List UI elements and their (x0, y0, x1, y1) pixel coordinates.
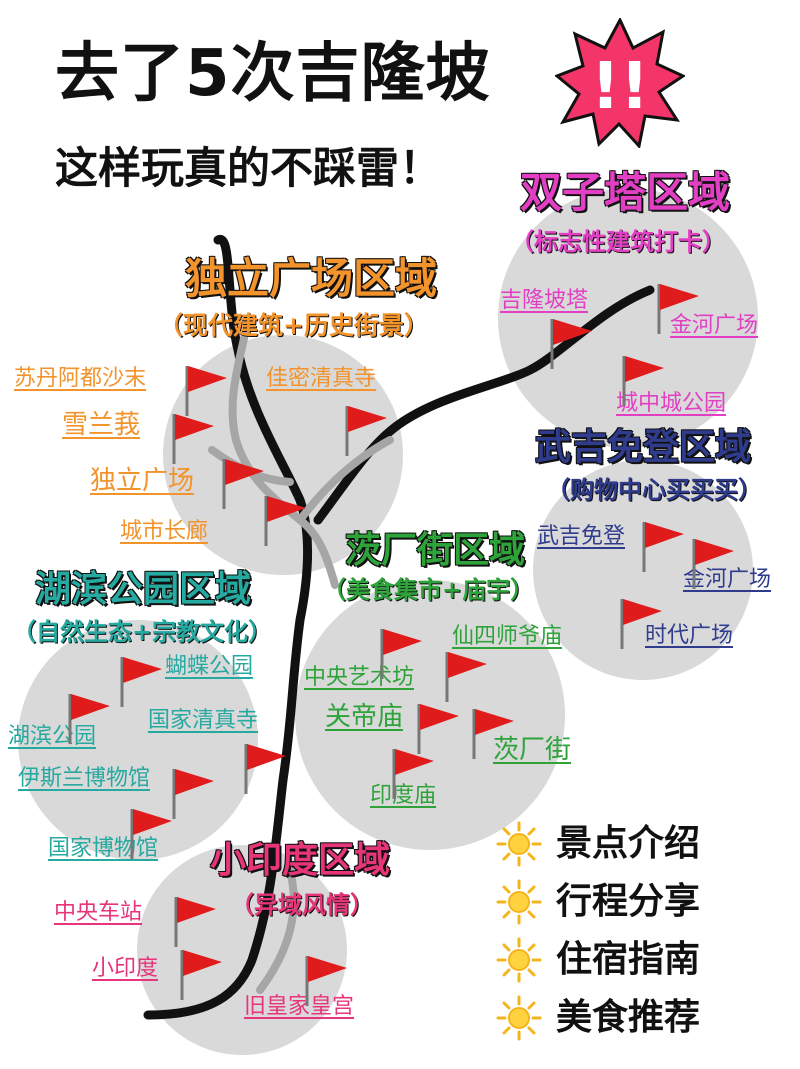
region-sub-little-india: （异域风情） (230, 891, 374, 919)
legend-item[interactable]: 景点介绍 (496, 815, 700, 873)
region-title-twin-towers: 双子塔区域 (520, 168, 731, 217)
place-central-market[interactable]: 中央艺术坊 (304, 665, 415, 690)
sun-icon (496, 879, 542, 925)
page-title: 去了5次吉隆坡 (55, 37, 491, 111)
region-sub-bukit-bintang: （购物中心买买买） (546, 476, 762, 504)
place-sin-sze-si-ya-temple[interactable]: 仙四师爷庙 (452, 624, 563, 649)
side-road-2 (296, 436, 394, 524)
place-little-india[interactable]: 小印度 (92, 956, 159, 981)
place-sri-mahamariamman[interactable]: 印度庙 (370, 783, 437, 808)
flag-marker-icon[interactable] (242, 740, 292, 796)
legend-label: 美食推荐 (556, 997, 701, 1038)
flag-marker-icon[interactable] (170, 765, 220, 821)
flag-marker-icon[interactable] (390, 745, 440, 801)
flag-marker-icon[interactable] (172, 893, 222, 949)
legend: 景点介绍 行程分享 住宿指南 美食推荐 (496, 815, 700, 1047)
area-circle-lake-gardens (18, 620, 258, 860)
flag-marker-icon[interactable] (548, 315, 598, 371)
region-sub-petaling: （美食集市+庙宇） (322, 576, 535, 604)
region-title-independence: 独立广场区域 (185, 254, 438, 303)
flag-marker-icon[interactable] (118, 653, 168, 709)
flag-marker-icon[interactable] (128, 805, 178, 861)
place-islamic-arts-museum[interactable]: 伊斯兰博物馆 (18, 766, 151, 791)
flag-marker-icon[interactable] (262, 492, 312, 548)
flag-marker-icon[interactable] (343, 402, 393, 458)
flag-marker-icon[interactable] (378, 625, 428, 681)
place-butterfly-park[interactable]: 蝴蝶公园 (165, 654, 254, 679)
region-sub-independence: （现代建筑+历史街景） (158, 311, 429, 340)
place-sungei-wang[interactable]: 金河广场 (683, 567, 772, 592)
exclamation-burst-icon: !! (555, 18, 685, 148)
flag-marker-icon[interactable] (618, 595, 668, 651)
flag-marker-icon[interactable] (178, 946, 228, 1002)
place-klcc-park[interactable]: 城中城公园 (616, 391, 727, 416)
flag-marker-icon[interactable] (183, 362, 233, 418)
region-title-little-india: 小印度区域 (210, 840, 391, 881)
place-old-royal-palace[interactable]: 旧皇家皇宫 (244, 994, 355, 1019)
legend-item[interactable]: 美食推荐 (496, 989, 700, 1047)
place-times-square[interactable]: 时代广场 (645, 623, 734, 648)
flag-marker-icon[interactable] (303, 952, 353, 1008)
region-sub-twin-towers: （标志性建筑打卡） (510, 228, 726, 256)
place-sultan-abdul-samad[interactable]: 苏丹阿都沙末 (14, 366, 147, 391)
legend-label: 住宿指南 (556, 939, 701, 980)
place-jamek-mosque[interactable]: 佳密清真寺 (266, 366, 377, 391)
legend-label: 景点介绍 (556, 823, 701, 864)
flag-marker-icon[interactable] (415, 700, 465, 756)
region-sub-lake-gardens: （自然生态+宗教文化） (12, 618, 273, 646)
place-bukit-bintang[interactable]: 武吉免登 (537, 524, 626, 549)
side-road-4 (256, 866, 298, 994)
page-subtitle: 这样玩真的不踩雷！ (55, 144, 442, 194)
flag-marker-icon[interactable] (220, 455, 270, 511)
legend-item[interactable]: 住宿指南 (496, 931, 700, 989)
place-petaling-street[interactable]: 茨厂街 (493, 735, 572, 765)
sun-icon (496, 937, 542, 983)
place-merdeka-square[interactable]: 独立广场 (90, 466, 195, 496)
flag-marker-icon[interactable] (66, 690, 116, 746)
sun-icon (496, 821, 542, 867)
place-selangor[interactable]: 雪兰莪 (62, 410, 141, 440)
flag-marker-icon[interactable] (620, 352, 670, 408)
flag-marker-icon[interactable] (690, 535, 740, 591)
sun-icon (496, 995, 542, 1041)
area-circle-twin-towers (498, 188, 758, 448)
burst-text: !! (591, 50, 649, 124)
flag-marker-icon[interactable] (640, 518, 690, 574)
area-circle-independence (163, 335, 403, 575)
place-perdana-botanical[interactable]: 湖滨公园 (8, 724, 97, 749)
legend-label: 行程分享 (556, 881, 701, 922)
region-title-lake-gardens: 湖滨公园区域 (35, 569, 252, 610)
flag-marker-icon[interactable] (470, 705, 520, 761)
place-national-mosque[interactable]: 国家清真寺 (148, 708, 259, 733)
flag-marker-icon[interactable] (443, 648, 493, 704)
place-twin-golden-triangle[interactable]: 金河广场 (670, 313, 759, 338)
flag-marker-icon[interactable] (170, 410, 220, 466)
place-city-gallery[interactable]: 城市长廊 (120, 519, 209, 544)
place-kl-tower[interactable]: 吉隆坡塔 (500, 288, 589, 313)
place-guandi-temple[interactable]: 关帝庙 (325, 702, 404, 732)
legend-item[interactable]: 行程分享 (496, 873, 700, 931)
region-title-petaling: 茨厂街区域 (345, 530, 526, 571)
flag-marker-icon[interactable] (655, 280, 705, 336)
region-title-bukit-bintang: 武吉免登区域 (535, 427, 752, 468)
place-kl-sentral[interactable]: 中央车站 (54, 900, 143, 925)
